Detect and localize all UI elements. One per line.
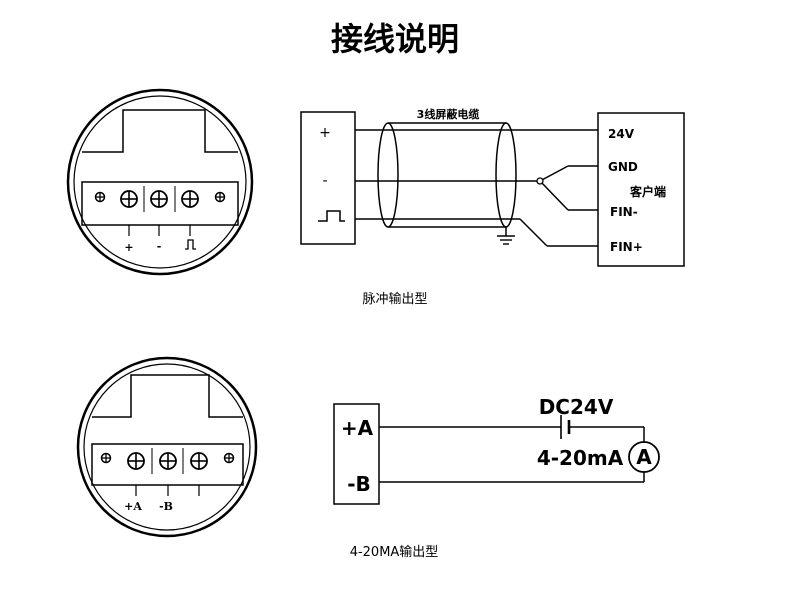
terminal-screw-icon (181, 190, 199, 208)
pulse-wires (355, 129, 598, 247)
terminal-screw-icon (150, 190, 168, 208)
meter-terminal-pulse-icon (185, 239, 196, 250)
terminal-screw-icon (159, 452, 177, 470)
terminal-b-label: -B (347, 472, 371, 496)
ammeter-icon: A (628, 441, 660, 473)
pulse-caption: 脉冲输出型 (362, 291, 427, 307)
meter-terminal-b-label: -B (159, 500, 173, 513)
pulse-symbol-icon (318, 210, 345, 222)
pulse-terminal-block: + - (94, 186, 226, 254)
terminal-screw-icon (120, 190, 138, 208)
pulse-meter-face (66, 88, 254, 276)
client-terminal-box: 24V GND 客户端 FIN- FIN+ (597, 112, 685, 267)
battery-icon (560, 415, 571, 439)
cable-label: 3线屏蔽电缆 (417, 107, 480, 121)
device-minus-symbol: - (322, 173, 327, 189)
terminal-gnd-label: GND (608, 160, 638, 174)
terminal-fin-plus-label: FIN+ (610, 240, 643, 254)
screw-icon (94, 191, 106, 203)
meter-terminal-a-label: +A (124, 500, 142, 513)
screw-icon (223, 452, 235, 464)
device-plus-symbol: + (319, 125, 331, 141)
ammeter-symbol: A (636, 445, 652, 469)
terminal-a-label: +A (341, 416, 374, 440)
screw-icon (214, 191, 226, 203)
cable-shield (377, 122, 517, 236)
analog-loop-wires (379, 426, 645, 483)
terminal-24v-label: 24V (608, 127, 635, 141)
client-label: 客户端 (629, 184, 666, 199)
pulse-device-box: + - (300, 111, 356, 245)
supply-label: DC24V (539, 395, 614, 419)
ground-icon (497, 235, 515, 245)
terminal-fin-minus-label: FIN- (610, 205, 638, 219)
analog-device-box: +A -B (333, 403, 380, 505)
terminal-screw-icon (127, 452, 145, 470)
page-title: 接线说明 (331, 20, 459, 58)
analog-caption: 4-20MA输出型 (350, 544, 439, 560)
current-label: 4-20mA (537, 446, 624, 470)
meter-terminal-minus-label: - (157, 240, 162, 253)
analog-meter-face (76, 356, 258, 538)
screw-icon (100, 452, 112, 464)
analog-terminal-block: +A -B (100, 448, 235, 513)
terminal-screw-icon (190, 452, 208, 470)
meter-terminal-plus-label: + (124, 241, 133, 254)
